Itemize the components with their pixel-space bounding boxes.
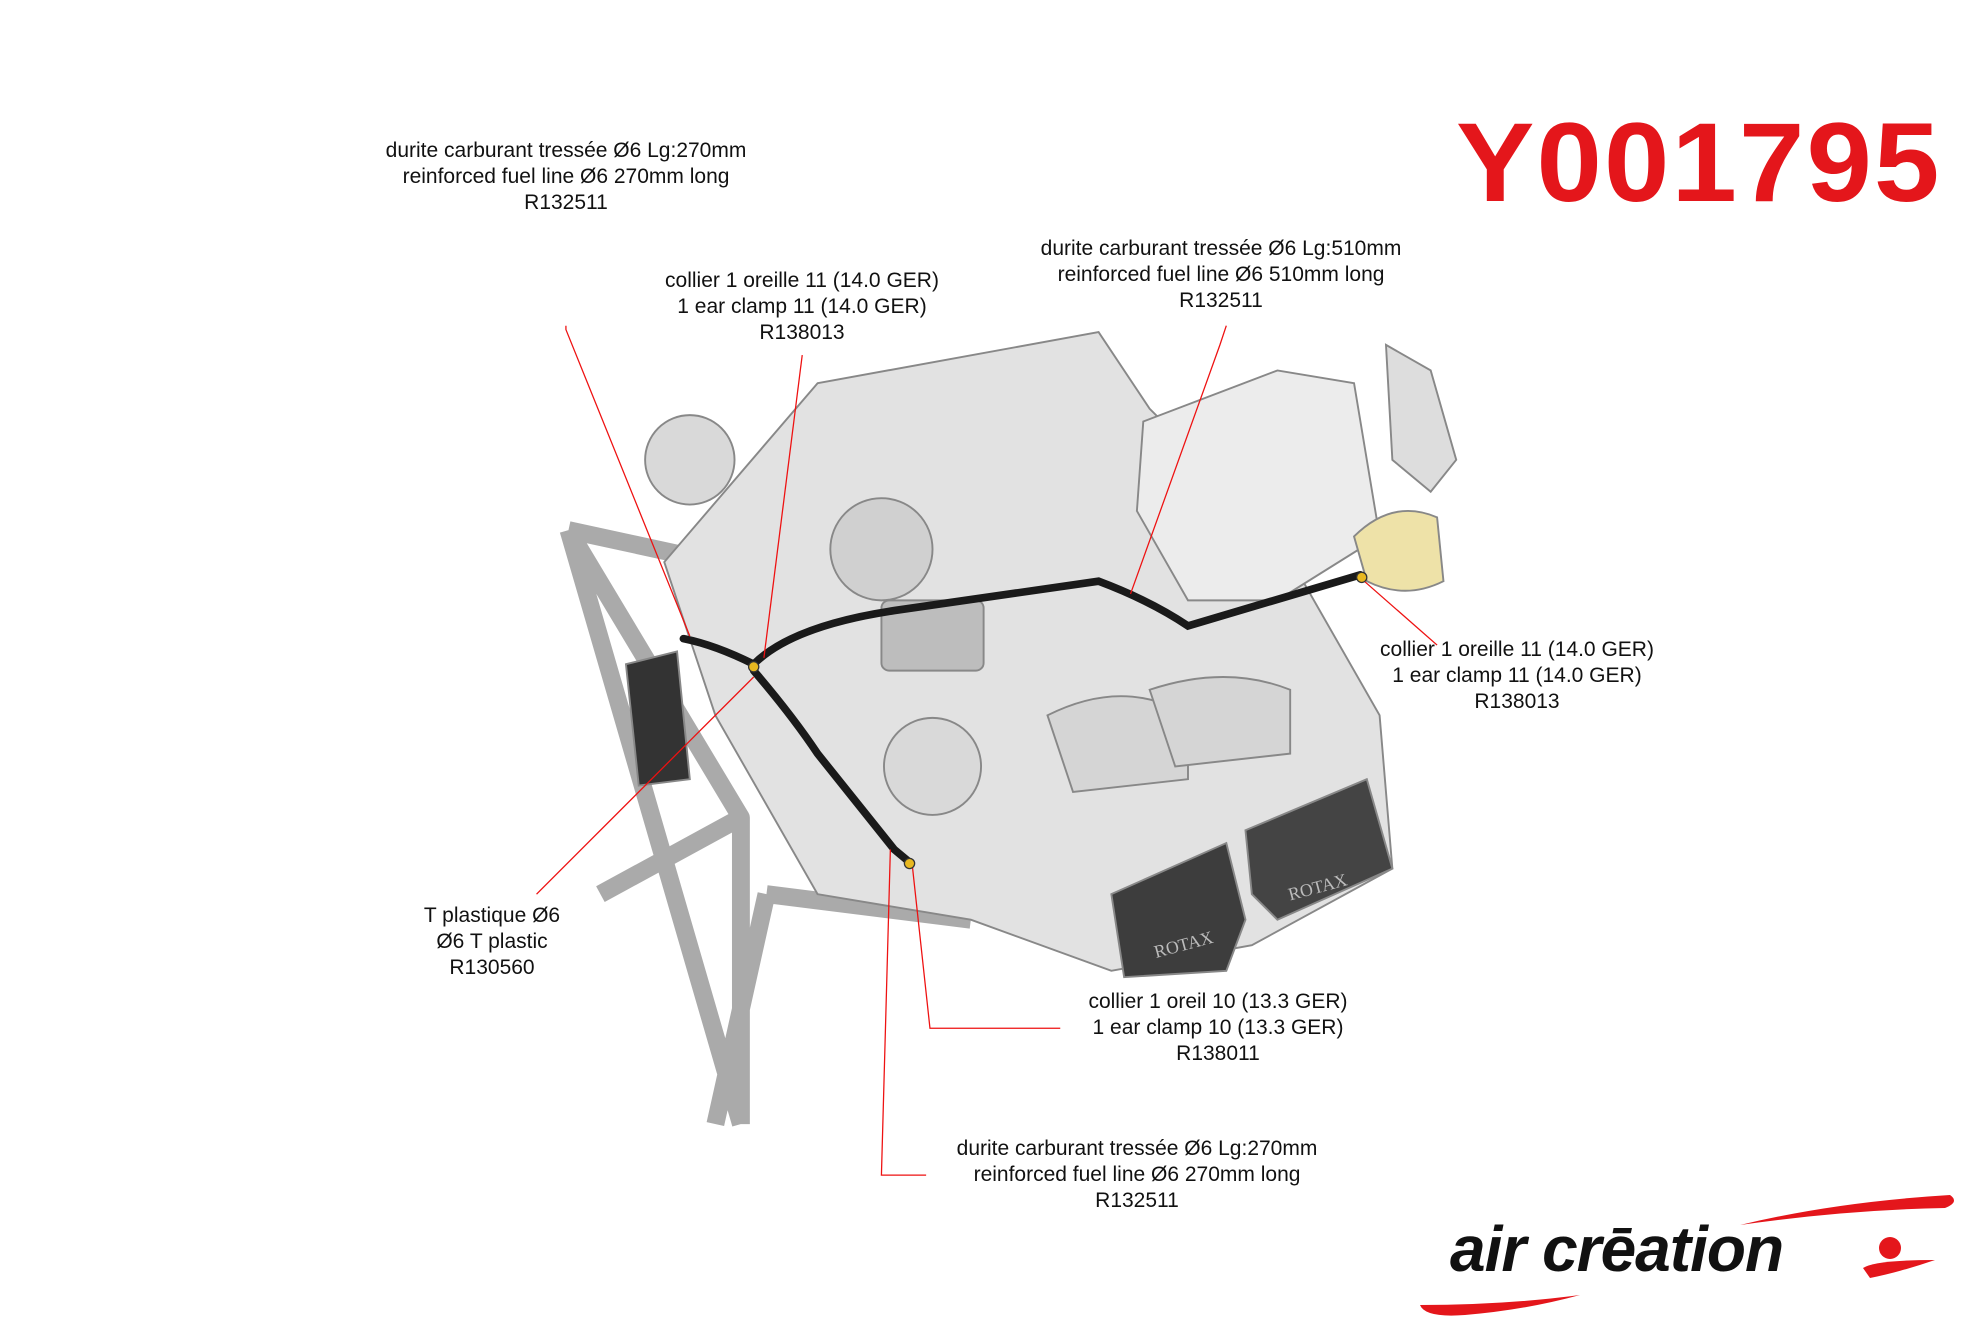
callout-ear-clamp-10: collier 1 oreil 10 (13.3 GER) 1 ear clam… (1088, 989, 1347, 1067)
callout-ref: R132511 (524, 191, 608, 214)
callout-fr: collier 1 oreil 10 (13.3 GER) (1088, 990, 1348, 1013)
logo-swoosh-icon (1420, 1195, 1954, 1316)
callout-ref: R138013 (759, 321, 845, 344)
callout-ear-clamp-11-top: collier 1 oreille 11 (14.0 GER) 1 ear cl… (665, 268, 939, 346)
callout-fr: collier 1 oreille 11 (14.0 GER) (665, 269, 939, 292)
callout-en: reinforced fuel line Ø6 270mm long (973, 1163, 1301, 1186)
engine-body (624, 331, 1458, 979)
callout-fr: durite carburant tressée Ø6 Lg:270mm (956, 1137, 1318, 1160)
fuel-lines (679, 570, 1365, 867)
part-number-title: Y001795 (1456, 100, 1942, 225)
callout-fr: T plastique Ø6 (423, 904, 561, 927)
clamps (747, 571, 1368, 870)
callout-fr: durite carburant tressée Ø6 Lg:270mm (385, 139, 747, 162)
callout-en: 1 ear clamp 10 (13.3 GER) (1092, 1016, 1344, 1039)
engine-frame (559, 521, 972, 1127)
callout-ref: R138011 (1176, 1042, 1260, 1065)
air-creation-logo: air crēation (1405, 1190, 1965, 1320)
callout-en: 1 ear clamp 11 (14.0 GER) (1392, 664, 1642, 687)
callout-ear-clamp-11-right: collier 1 oreille 11 (14.0 GER) 1 ear cl… (1380, 637, 1654, 715)
leader-lines (536, 325, 1438, 1176)
callout-fr: collier 1 oreille 11 (14.0 GER) (1380, 638, 1654, 661)
callout-ref: R138013 (1474, 690, 1560, 713)
callout-fuel-line-510: durite carburant tressée Ø6 Lg:510mm rei… (1041, 236, 1402, 314)
callout-ref: R132511 (1179, 289, 1263, 312)
callout-t-plastic: T plastique Ø6 Ø6 T plastic R130560 (424, 903, 560, 981)
callout-en: reinforced fuel line Ø6 270mm long (402, 165, 730, 188)
callout-fuel-line-270-bottom: durite carburant tressée Ø6 Lg:270mm rei… (957, 1136, 1318, 1214)
logo-text: air crēation (1450, 1213, 1784, 1285)
callout-en: Ø6 T plastic (436, 930, 548, 953)
callout-ref: R130560 (449, 956, 535, 979)
callout-fuel-line-270-top: durite carburant tressée Ø6 Lg:270mm rei… (386, 138, 747, 216)
callout-en: 1 ear clamp 11 (14.0 GER) (677, 295, 927, 318)
callout-en: reinforced fuel line Ø6 510mm long (1057, 263, 1385, 286)
callout-ref: R132511 (1095, 1189, 1179, 1212)
callout-fr: durite carburant tressée Ø6 Lg:510mm (1040, 237, 1402, 260)
